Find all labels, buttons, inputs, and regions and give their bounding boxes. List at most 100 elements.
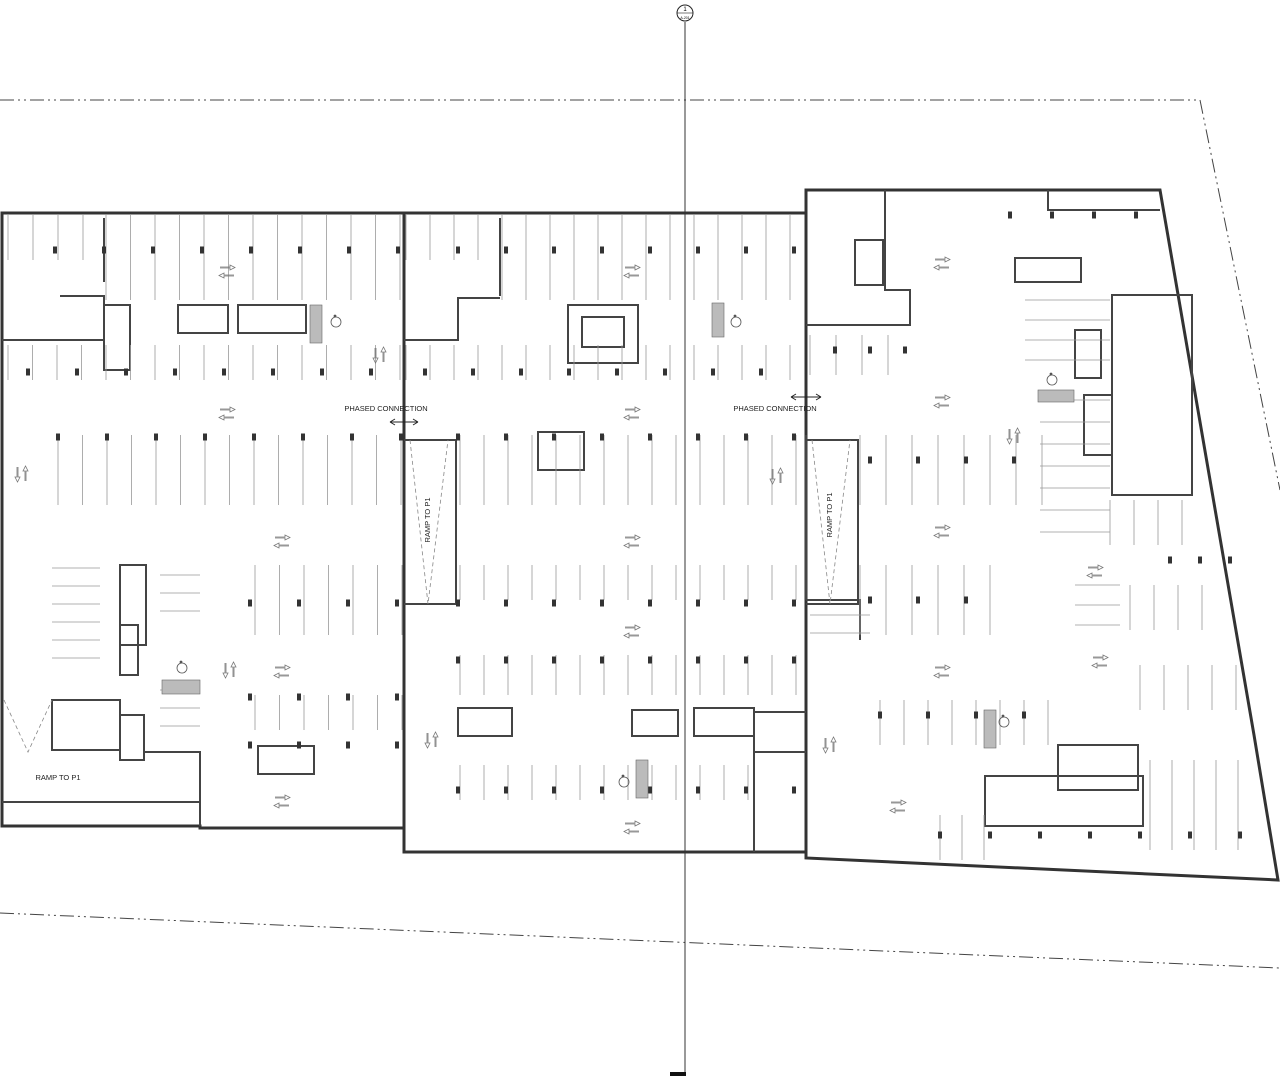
structural-column <box>744 433 748 441</box>
traffic-arrow-icon <box>14 467 21 483</box>
structural-column <box>151 246 155 254</box>
structural-column <box>56 433 60 441</box>
accessible-parking-icon <box>621 774 625 778</box>
structural-column <box>744 246 748 254</box>
structural-column <box>75 368 79 376</box>
traffic-arrow-icon <box>935 256 951 263</box>
traffic-arrow-icon <box>769 469 776 485</box>
traffic-arrow-icon <box>220 264 236 271</box>
ramp-bottom-left-label: RAMP TO P1 <box>35 773 80 782</box>
structural-column <box>248 741 252 749</box>
structural-column <box>744 599 748 607</box>
structural-column <box>346 741 350 749</box>
traffic-arrow-icon <box>218 272 234 279</box>
structural-column <box>744 656 748 664</box>
traffic-arrow-icon <box>777 467 784 483</box>
structural-column <box>833 346 837 354</box>
structural-column <box>696 246 700 254</box>
accessible-parking-icon <box>1046 372 1058 386</box>
structural-column <box>600 433 604 441</box>
traffic-arrow-icon <box>275 794 291 801</box>
traffic-arrow-icon <box>230 661 237 677</box>
structural-column <box>868 456 872 464</box>
structural-column <box>297 741 301 749</box>
structural-column <box>395 693 399 701</box>
traffic-arrow-icon <box>1014 427 1021 443</box>
traffic-arrow-icon <box>623 542 639 549</box>
traffic-arrow-icon <box>424 733 431 749</box>
structural-column <box>1022 711 1026 719</box>
structural-column <box>124 368 128 376</box>
section-marker-number: 1 <box>683 7 687 13</box>
structural-column <box>792 656 796 664</box>
traffic-arrow-icon <box>625 820 641 827</box>
structural-column <box>423 368 427 376</box>
traffic-arrow-icon <box>380 346 387 362</box>
ramp-right-label: RAMP TO P1 <box>825 492 834 537</box>
traffic-arrow-icon <box>933 532 949 539</box>
traffic-arrow-icon <box>1006 429 1013 445</box>
accessible-aisle-hatch <box>161 679 201 695</box>
structural-column <box>396 246 400 254</box>
property-line-bottom <box>0 912 1280 969</box>
structural-column <box>711 368 715 376</box>
structural-column <box>504 786 508 794</box>
structural-column <box>297 599 301 607</box>
section-marker-sheet: A-201 <box>680 16 689 20</box>
structural-column <box>552 433 556 441</box>
traffic-arrow-icon <box>933 264 949 271</box>
structural-column <box>248 599 252 607</box>
structural-column <box>988 831 992 839</box>
structural-column <box>346 693 350 701</box>
structural-column <box>615 368 619 376</box>
outline-east-block <box>804 188 1280 882</box>
structural-column <box>1088 831 1092 839</box>
structural-column <box>964 456 968 464</box>
structural-column <box>350 433 354 441</box>
traffic-arrow-icon <box>623 272 639 279</box>
structural-column <box>346 599 350 607</box>
structural-column <box>600 246 604 254</box>
structural-column <box>456 656 460 664</box>
structural-column <box>298 246 302 254</box>
traffic-arrow-icon <box>625 624 641 631</box>
traffic-arrow-icon <box>220 406 236 413</box>
traffic-arrow-icon <box>372 348 379 364</box>
structural-column <box>271 368 275 376</box>
structural-column <box>154 433 158 441</box>
structural-column <box>456 433 460 441</box>
accessible-parking-icon <box>333 314 337 318</box>
ramp-center: RAMP TO P1 <box>404 439 457 605</box>
structural-column <box>53 246 57 254</box>
accessible-aisle-hatch <box>309 304 323 344</box>
structural-column <box>1038 831 1042 839</box>
structural-column <box>744 786 748 794</box>
structural-column <box>369 368 373 376</box>
structural-column <box>102 246 106 254</box>
structural-column <box>222 368 226 376</box>
structural-column <box>792 599 796 607</box>
traffic-arrow-icon <box>1086 572 1102 579</box>
structural-column <box>471 368 475 376</box>
structural-columns <box>26 211 1242 839</box>
section-marker[interactable]: 1 A-201 <box>676 4 694 22</box>
property-line-group <box>0 99 1280 969</box>
structural-column <box>297 693 301 701</box>
structural-column <box>173 368 177 376</box>
traffic-arrow-icon <box>275 534 291 541</box>
structural-column <box>395 599 399 607</box>
structural-column <box>552 599 556 607</box>
structural-column <box>868 596 872 604</box>
structural-column <box>456 786 460 794</box>
structural-column <box>399 433 403 441</box>
traffic-arrow-icon <box>889 807 905 814</box>
structural-column <box>974 711 978 719</box>
structural-column <box>504 656 508 664</box>
traffic-arrow-icon <box>273 672 289 679</box>
accessible-aisle-hatch <box>309 304 323 344</box>
traffic-arrow-icon <box>935 394 951 401</box>
accessible-parking-icon <box>176 660 188 674</box>
traffic-arrow-icon <box>625 534 641 541</box>
traffic-arrow-icon <box>830 736 837 752</box>
